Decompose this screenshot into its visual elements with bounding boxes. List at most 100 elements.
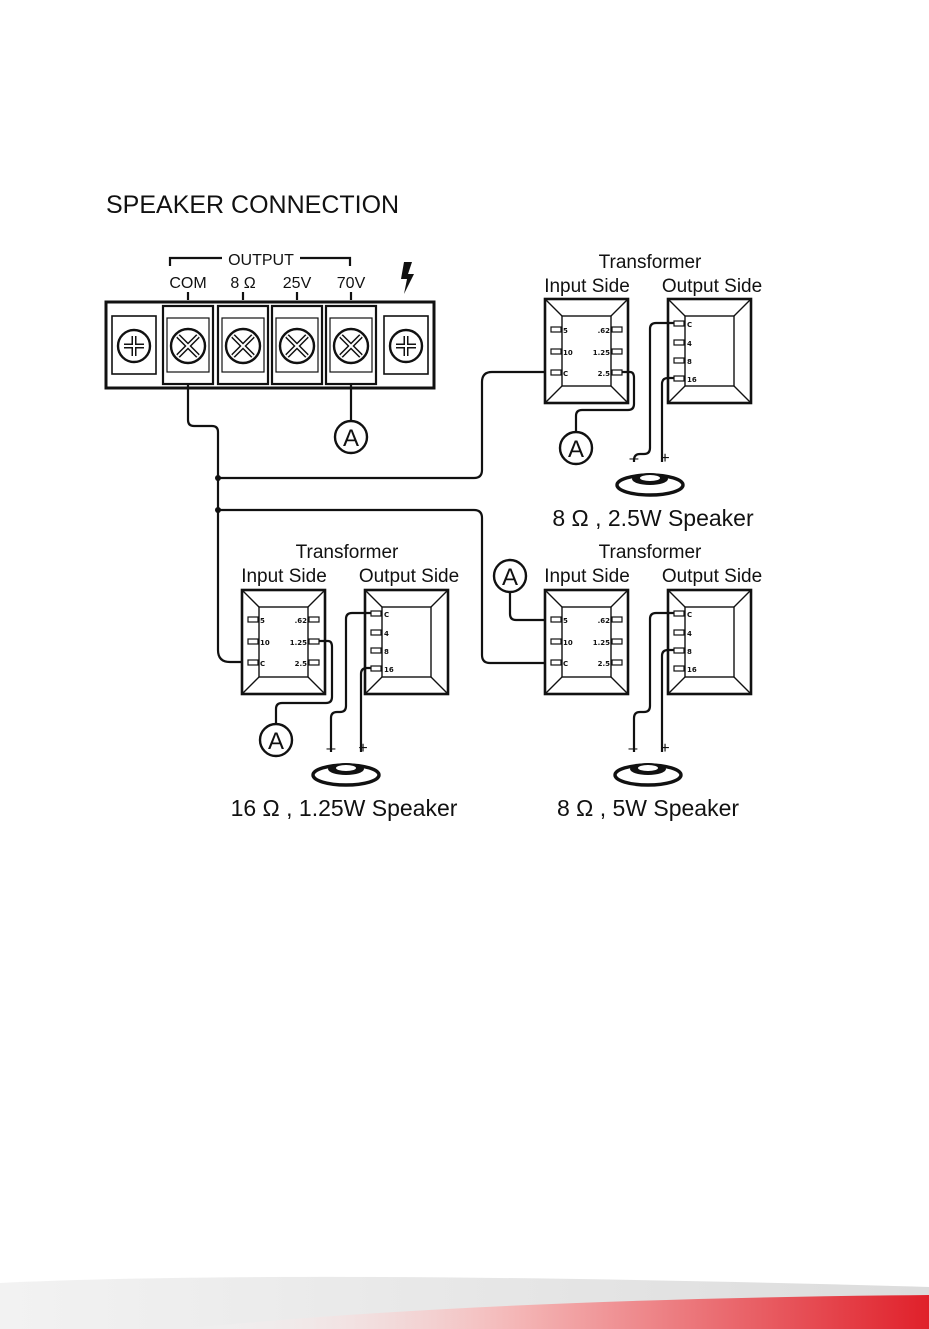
mount-screw-right-icon xyxy=(383,315,429,375)
terminal-label-25v: 25V xyxy=(283,275,312,292)
wire-output-c xyxy=(632,611,674,752)
transformer-title: Transformer xyxy=(599,542,702,563)
svg-text:5: 5 xyxy=(563,617,568,625)
wire-tap-1-25 xyxy=(274,639,334,724)
svg-text:2.5: 2.5 xyxy=(295,660,308,668)
input-pins-left: 5 10 C xyxy=(247,616,270,668)
svg-text:8: 8 xyxy=(687,648,692,656)
input-side-label: Input Side xyxy=(241,566,327,587)
svg-text:+: + xyxy=(358,740,367,757)
terminal-screw-com-icon xyxy=(161,304,215,386)
terminal-label-com: COM xyxy=(169,275,206,292)
transformer-title: Transformer xyxy=(599,252,702,273)
output-bracket-left xyxy=(168,256,222,266)
marker-a-transformer-1: A xyxy=(558,430,594,466)
svg-text:–: – xyxy=(327,740,336,757)
terminal-block-body xyxy=(104,300,436,390)
output-side-label: Output Side xyxy=(662,566,762,587)
terminal-block: OUTPUT COM 8 Ω 25V 70V xyxy=(104,252,436,390)
speaker-icon xyxy=(615,473,685,497)
junction-dot xyxy=(215,507,221,513)
transformer-title: Transformer xyxy=(296,542,399,563)
marker-a-transformer-3: A xyxy=(492,558,528,594)
wire-output-16 xyxy=(359,666,371,752)
input-pins-right: .62 1.25 2.5 xyxy=(593,616,623,668)
wire-output-c xyxy=(329,611,371,752)
wire-to-transformer-3 xyxy=(218,508,550,665)
input-pins-right: .62 1.25 2.5 xyxy=(593,326,623,378)
terminal-label-70v: 70V xyxy=(337,275,366,292)
svg-text:16: 16 xyxy=(384,666,394,674)
svg-text:4: 4 xyxy=(384,630,389,638)
transformer-3: Transformer Input Side Output Side A 5 1… xyxy=(492,542,762,821)
wire-output-c xyxy=(632,321,674,462)
svg-text:8: 8 xyxy=(384,648,389,656)
output-side-label: Output Side xyxy=(662,276,762,297)
output-pins: C 4 8 16 xyxy=(673,320,697,384)
com-bus-wire xyxy=(186,384,250,664)
speaker-label: 8 Ω , 5W Speaker xyxy=(557,795,739,821)
svg-text:C: C xyxy=(687,321,692,329)
output-label: OUTPUT xyxy=(228,252,294,269)
input-pins-left: 5 10 C xyxy=(550,616,573,668)
terminal-label-8ohm: 8 Ω xyxy=(230,275,255,292)
svg-text:1.25: 1.25 xyxy=(593,639,610,647)
svg-text:16: 16 xyxy=(687,376,697,384)
transformer-1: Transformer Input Side Output Side 5 10 … xyxy=(543,252,762,531)
svg-text:2.5: 2.5 xyxy=(598,660,611,668)
marker-a-label: A xyxy=(568,436,584,463)
output-side-label: Output Side xyxy=(359,566,459,587)
output-side-frame xyxy=(363,588,450,696)
svg-text:C: C xyxy=(563,370,568,378)
svg-text:8: 8 xyxy=(687,358,692,366)
terminal-screw-8ohm-icon xyxy=(216,304,270,386)
svg-text:.62: .62 xyxy=(598,617,611,625)
marker-a-label: A xyxy=(268,728,284,755)
svg-text:–: – xyxy=(629,740,638,757)
svg-text:C: C xyxy=(563,660,568,668)
input-side-label: Input Side xyxy=(544,276,630,297)
marker-a-label: A xyxy=(502,564,518,591)
speaker-icon xyxy=(311,763,381,787)
output-bracket-right xyxy=(300,256,352,266)
svg-text:C: C xyxy=(260,660,265,668)
marker-a-transformer-2: A xyxy=(258,722,294,758)
wire-output-8 xyxy=(660,376,674,462)
output-side-frame xyxy=(666,588,753,696)
transformer-2: Transformer Input Side Output Side 5 10 … xyxy=(231,542,460,821)
svg-text:4: 4 xyxy=(687,630,692,638)
svg-text:5: 5 xyxy=(563,327,568,335)
svg-text:+: + xyxy=(660,740,669,757)
terminal-screw-70v-icon xyxy=(324,304,378,386)
mount-screw-left-icon xyxy=(111,315,157,375)
svg-text:.62: .62 xyxy=(295,617,308,625)
wire-tap-5 xyxy=(508,592,550,622)
speaker-label: 8 Ω , 2.5W Speaker xyxy=(552,505,754,531)
output-side-frame xyxy=(666,297,753,405)
svg-text:16: 16 xyxy=(687,666,697,674)
svg-text:–: – xyxy=(630,450,639,467)
svg-text:1.25: 1.25 xyxy=(290,639,307,647)
svg-text:10: 10 xyxy=(260,639,270,647)
speaker-label: 16 Ω , 1.25W Speaker xyxy=(231,795,458,821)
marker-a-label: A xyxy=(343,425,359,452)
svg-text:C: C xyxy=(687,611,692,619)
svg-text:10: 10 xyxy=(563,639,573,647)
svg-text:4: 4 xyxy=(687,340,692,348)
diagram-title: SPEAKER CONNECTION xyxy=(106,191,399,219)
svg-text:C: C xyxy=(384,611,389,619)
lightning-icon xyxy=(401,262,414,294)
svg-text:+: + xyxy=(660,450,669,467)
wire-tap-2-5 xyxy=(574,370,636,432)
terminal-screw-25v-icon xyxy=(270,304,324,386)
wire-to-transformer-1 xyxy=(218,370,550,480)
speaker-icon xyxy=(613,763,683,787)
svg-text:10: 10 xyxy=(563,349,573,357)
svg-text:2.5: 2.5 xyxy=(598,370,611,378)
input-pins-left: 5 10 C xyxy=(550,326,573,378)
marker-a-70v: A xyxy=(333,419,369,455)
input-side-label: Input Side xyxy=(544,566,630,587)
junction-dot xyxy=(215,475,221,481)
input-pins-right: .62 1.25 2.5 xyxy=(290,616,320,668)
